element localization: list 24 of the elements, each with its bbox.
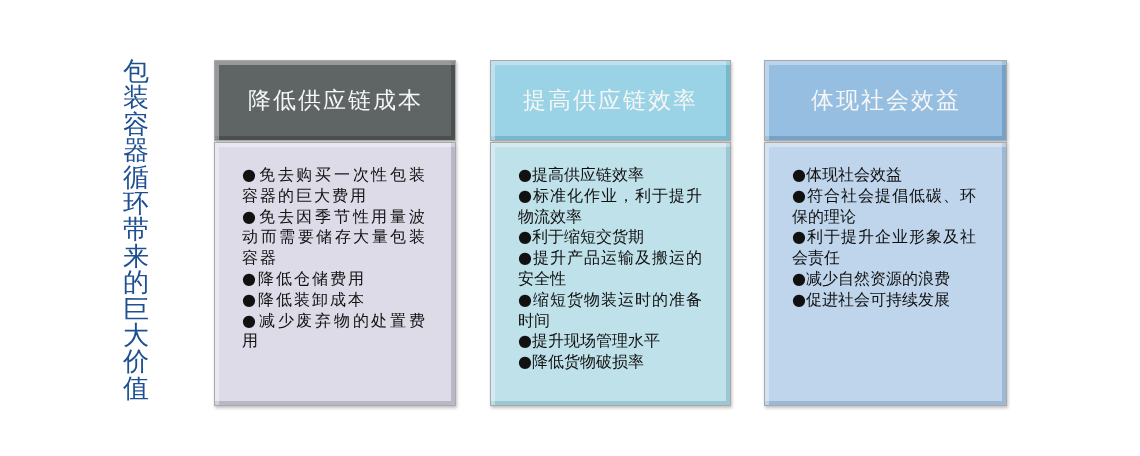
bullet-item: ●利于缩短交货期 (518, 227, 645, 249)
bullet-item: ●促进社会可持续发展 (792, 289, 951, 311)
bullet-item: ●提升现场管理水平 (518, 331, 661, 353)
bullet-item: ●利于提升企业形象及社会责任 (792, 227, 976, 269)
bullet-item: ●免去购买一次性包装容器的巨大费用 (242, 165, 427, 207)
bullet-item: ●减少废弃物的处置费用 (242, 310, 427, 353)
bullet-item: ●提高供应链效率 (518, 165, 645, 186)
bullet-item: ●标准化作业，利于提升物流效率 (518, 185, 702, 228)
bullet-item: ●体现社会效益 (792, 165, 903, 186)
bullet-item: ●降低装卸成本 (242, 289, 367, 311)
bullet-item: ●免去因季节性用量波动而需要储存大量包装容器 (242, 206, 427, 269)
column-header: 提高供应链效率 (490, 60, 731, 141)
bullet-item: ●提升产品运输及搬运的安全性 (518, 248, 702, 290)
column-header: 降低供应链成本 (214, 60, 456, 141)
bullet-item: ●缩短货物装运时的准备时间 (518, 289, 702, 332)
bullet-item: ●符合社会提倡低碳、环保的理论 (792, 185, 976, 228)
vertical-title: 包装容器循环带来的巨大价值 (122, 58, 150, 402)
bullet-item: ●减少自然资源的浪费 (792, 269, 951, 290)
column-panel (764, 142, 1007, 406)
bullet-item: ●降低货物破损率 (518, 352, 645, 373)
column-panel (490, 142, 731, 406)
bullet-item: ●降低仓储费用 (242, 269, 367, 290)
column-panel (214, 142, 456, 406)
column-header: 体现社会效益 (764, 60, 1007, 141)
